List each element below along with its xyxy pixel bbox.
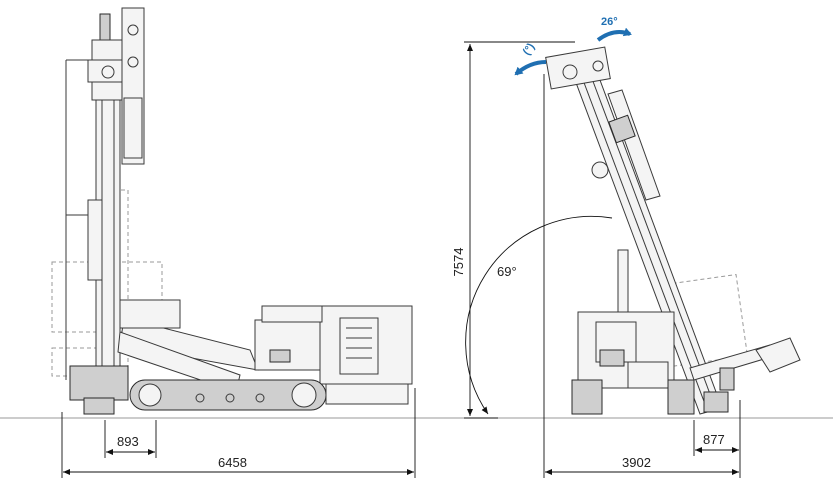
- dim-overall-length: 6458: [218, 455, 247, 470]
- tilt-back-label: (°): [521, 41, 538, 58]
- dimension-lines-right: [464, 41, 741, 478]
- rig-side-view: [51, 7, 413, 415]
- dim-side-width: 3902: [622, 455, 651, 470]
- dim-front-width: 893: [117, 434, 139, 449]
- dim-height: 7574: [451, 248, 466, 277]
- tilt-forward-label: 26°: [601, 16, 618, 28]
- dim-side-offset: 877: [703, 432, 725, 447]
- dimension-lines-left: [61, 388, 416, 478]
- dim-angle: 69°: [497, 264, 517, 279]
- rig-tilted-view: [545, 46, 801, 415]
- curved-arrow-left-icon: [514, 60, 547, 76]
- curved-arrow-right-icon: [596, 27, 632, 42]
